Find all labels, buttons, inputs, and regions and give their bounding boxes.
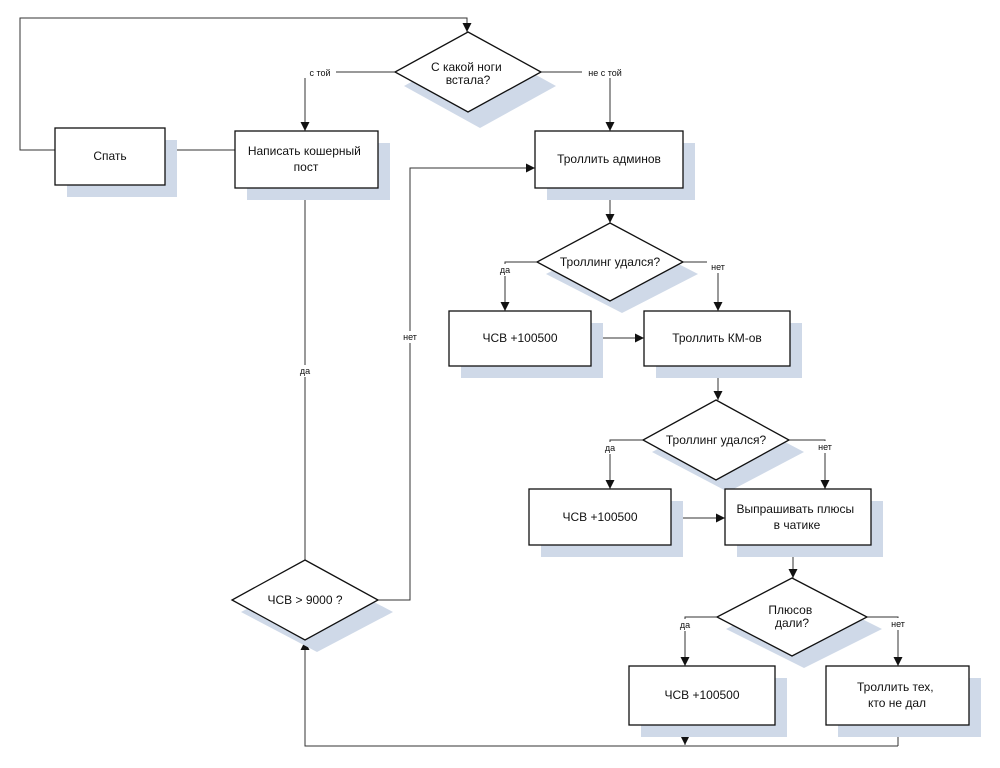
process-write-post: Написать кошерный пост: [234, 130, 390, 200]
decision-start: С какой ноги встала?: [393, 31, 556, 128]
process-csv-3-label: ЧСВ +100500: [664, 688, 739, 702]
process-sleep-label: Спать: [93, 149, 126, 163]
edge-label-trolling-1-yes: да: [500, 265, 510, 275]
process-csv-1-label: ЧСВ +100500: [482, 331, 557, 345]
edge-labels: с той не с той да нет да нет да нет да н…: [296, 66, 909, 631]
edge-label-trolling-2-no: нет: [818, 442, 832, 452]
edge-csv-decision-no: [378, 163, 535, 601]
decision-trolling-2-label: Троллинг удался?: [666, 433, 767, 447]
decision-csv-label: ЧСВ > 9000 ?: [267, 593, 342, 607]
decision-trolling-2: Троллинг удался?: [641, 399, 804, 492]
decision-start-label: С какой ноги встала?: [431, 60, 505, 87]
process-csv-2-label: ЧСВ +100500: [562, 510, 637, 524]
edge-label-pluses-no: нет: [891, 619, 905, 629]
process-sleep: Спать: [54, 127, 177, 197]
process-beg-pluses: Выпрашивать плюсы в чатике: [724, 488, 883, 557]
process-beg-pluses-label: Выпрашивать плюсы в чатике: [736, 502, 857, 532]
decision-pluses-label: Плюсов дали?: [768, 603, 815, 630]
edge-label-start-yes: с той: [309, 68, 330, 78]
decision-trolling-1: Троллинг удался?: [535, 222, 698, 313]
process-troll-those-label: Троллить тех, кто не дал: [857, 680, 937, 710]
process-troll-km: Троллить КМ-ов: [643, 310, 802, 378]
edge-decision-2-no: [789, 439, 830, 489]
edge-label-pluses-yes: да: [680, 620, 690, 630]
edge-label-trolling-1-no: нет: [711, 262, 725, 272]
process-csv-1: ЧСВ +100500: [448, 310, 603, 378]
edge-label-start-no: не с той: [588, 68, 622, 78]
process-troll-those: Троллить тех, кто не дал: [825, 665, 981, 737]
process-write-post-label: Написать кошерный пост: [248, 144, 364, 174]
process-troll-admins-label: Троллить админов: [557, 152, 661, 166]
edge-label-csv-no: нет: [403, 332, 417, 342]
edge-label-csv-yes: да: [300, 366, 310, 376]
decision-trolling-1-label: Троллинг удался?: [560, 255, 661, 269]
edge-start-to-write-post: [300, 71, 395, 131]
edge-start-to-troll-admins: [541, 71, 615, 131]
process-troll-km-label: Троллить КМ-ов: [672, 331, 762, 345]
edge-label-trolling-2-yes: да: [605, 443, 615, 453]
decision-csv: ЧСВ > 9000 ?: [230, 559, 393, 652]
edge-decision-3-no: [867, 616, 903, 666]
edge-bottom-return-to-csv-decision: [300, 641, 898, 747]
process-csv-2: ЧСВ +100500: [528, 488, 683, 557]
process-csv-3: ЧСВ +100500: [628, 665, 787, 737]
decision-pluses: Плюсов дали?: [715, 577, 882, 668]
edge-decision-2-yes: [605, 439, 643, 489]
edge-decision-3-yes: [680, 616, 717, 666]
edge-decision-1-yes: [500, 261, 537, 311]
edge-sleep-loop-to-start: [19, 17, 472, 151]
process-troll-admins: Троллить админов: [534, 130, 695, 200]
